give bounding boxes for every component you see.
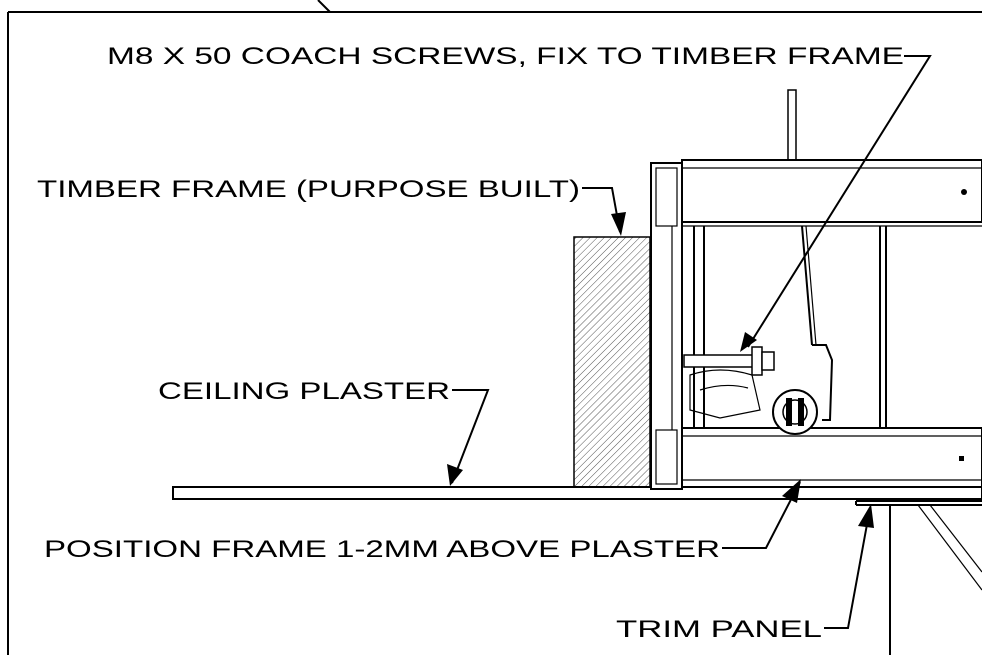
ceiling-plaster-board — [172, 486, 982, 500]
drawing-border — [7, 0, 982, 655]
label-trim-panel: TRIM PANEL — [616, 616, 822, 643]
label-ceiling-plaster: CEILING PLASTER — [158, 378, 450, 405]
timber-frame-block — [573, 236, 651, 488]
label-coach-screws: M8 X 50 COACH SCREWS, FIX TO TIMBER FRAM… — [107, 43, 904, 70]
leader-lines — [447, 55, 932, 629]
label-timber-frame: TIMBER FRAME (PURPOSE BUILT) — [37, 176, 580, 203]
trim-panel — [855, 500, 982, 655]
unit-housing — [650, 89, 982, 490]
label-position-frame: POSITION FRAME 1-2MM ABOVE PLASTER — [44, 536, 720, 563]
